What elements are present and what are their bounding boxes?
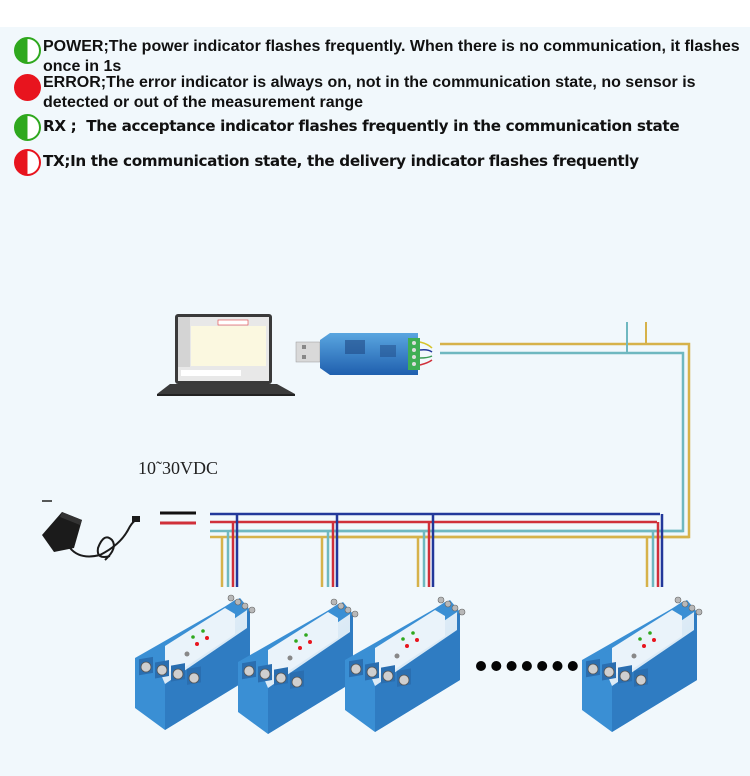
legend-tx: TX;In the communication state, the deliv… bbox=[14, 149, 639, 176]
voltage-label: 10˜30VDC bbox=[138, 458, 218, 478]
module-drop-wires bbox=[220, 514, 664, 587]
ellipsis-dot bbox=[521, 661, 532, 671]
ellipsis-dot bbox=[506, 661, 517, 671]
legend-error-line1: ERROR;The error indicator is always on, … bbox=[43, 74, 696, 91]
legend-rx: RX ; The acceptance indicator flashes fr… bbox=[14, 114, 680, 141]
legend-rx-text: RX ; The acceptance indicator flashes fr… bbox=[43, 117, 680, 135]
legend-error: ERROR;The error indicator is always on, … bbox=[14, 73, 696, 113]
power-bus-wires bbox=[210, 512, 689, 539]
usb-converter-icon bbox=[295, 333, 433, 375]
ellipsis-dot bbox=[567, 661, 578, 671]
error-indicator-icon bbox=[14, 74, 41, 101]
ellipsis-dots bbox=[476, 661, 578, 671]
tx-indicator-icon bbox=[14, 149, 41, 176]
ellipsis-dot bbox=[537, 661, 548, 671]
transmitter-module-icon bbox=[582, 596, 703, 732]
power-adapter-icon bbox=[42, 500, 140, 561]
ellipsis-dot bbox=[552, 661, 563, 671]
transmitter-module-icon bbox=[135, 594, 256, 730]
legend-error-line2: detected or out of the measurement range bbox=[43, 94, 364, 111]
transmitter-module-icon bbox=[345, 596, 466, 732]
legend-power-line1: POWER;The power indicator flashes freque… bbox=[43, 38, 740, 55]
wire-cyan-b bbox=[230, 351, 685, 533]
ellipsis-dot bbox=[491, 661, 502, 671]
rx-indicator-icon bbox=[14, 114, 41, 141]
legend-power: POWER;The power indicator flashes freque… bbox=[14, 37, 740, 77]
legend-tx-text: TX;In the communication state, the deliv… bbox=[43, 152, 639, 170]
power-indicator-icon bbox=[14, 37, 41, 64]
legend-power-line2: once in 1s bbox=[43, 58, 122, 75]
transmitter-module-icon bbox=[238, 598, 359, 734]
ellipsis-dot bbox=[476, 661, 486, 671]
laptop-icon bbox=[157, 314, 295, 396]
